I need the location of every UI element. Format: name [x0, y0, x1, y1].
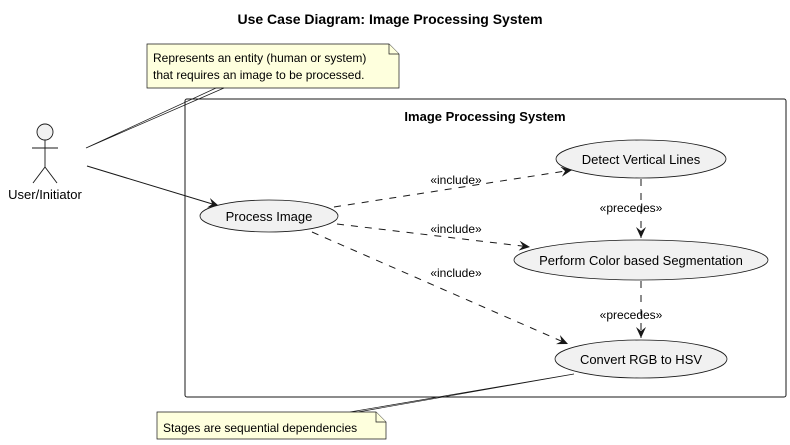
- actor-note: Represents an entity (human or system) t…: [146, 43, 400, 89]
- actor-note-connector: [85, 87, 225, 149]
- actor-note-line2: that requires an image to be processed.: [153, 68, 364, 82]
- actor-note-line1: Represents an entity (human or system): [153, 51, 366, 65]
- system-boundary: [184, 98, 787, 398]
- include-detect-label: «include»: [430, 173, 482, 187]
- include-segmentation-label: «include»: [430, 222, 482, 236]
- include-segmentation-arrow: [336, 223, 531, 251]
- include-detect-arrow: [333, 166, 573, 208]
- use-case-process-image-label: Process Image: [226, 209, 313, 224]
- use-case-rgb-to-hsv[interactable]: Convert RGB to HSV: [554, 339, 728, 379]
- include-hsv-label: «include»: [430, 266, 482, 280]
- actor-association-arrow: [86, 165, 220, 208]
- precedes-label-2: «precedes»: [600, 308, 663, 322]
- use-case-rgb-to-hsv-label: Convert RGB to HSV: [580, 352, 702, 367]
- actor-label: User/Initiator: [8, 187, 82, 202]
- diagram-title: Use Case Diagram: Image Processing Syste…: [237, 11, 542, 27]
- include-hsv-arrow: [311, 231, 569, 345]
- hsv-note-text: Stages are sequential dependencies: [163, 421, 357, 435]
- use-case-color-segmentation-label: Perform Color based Segmentation: [539, 253, 743, 268]
- use-case-detect-vertical-lines[interactable]: Detect Vertical Lines: [555, 139, 727, 179]
- actor-head: [36, 123, 54, 141]
- hsv-note: Stages are sequential dependencies: [156, 411, 387, 440]
- use-case-color-segmentation[interactable]: Perform Color based Segmentation: [513, 239, 769, 281]
- use-case-detect-vertical-lines-label: Detect Vertical Lines: [582, 152, 701, 167]
- use-case-process-image[interactable]: Process Image: [199, 199, 339, 233]
- system-boundary-label: Image Processing System: [404, 109, 565, 124]
- precedes-label-1: «precedes»: [600, 201, 663, 215]
- hsv-note-connector: [349, 373, 575, 413]
- actor-figure: [32, 123, 58, 184]
